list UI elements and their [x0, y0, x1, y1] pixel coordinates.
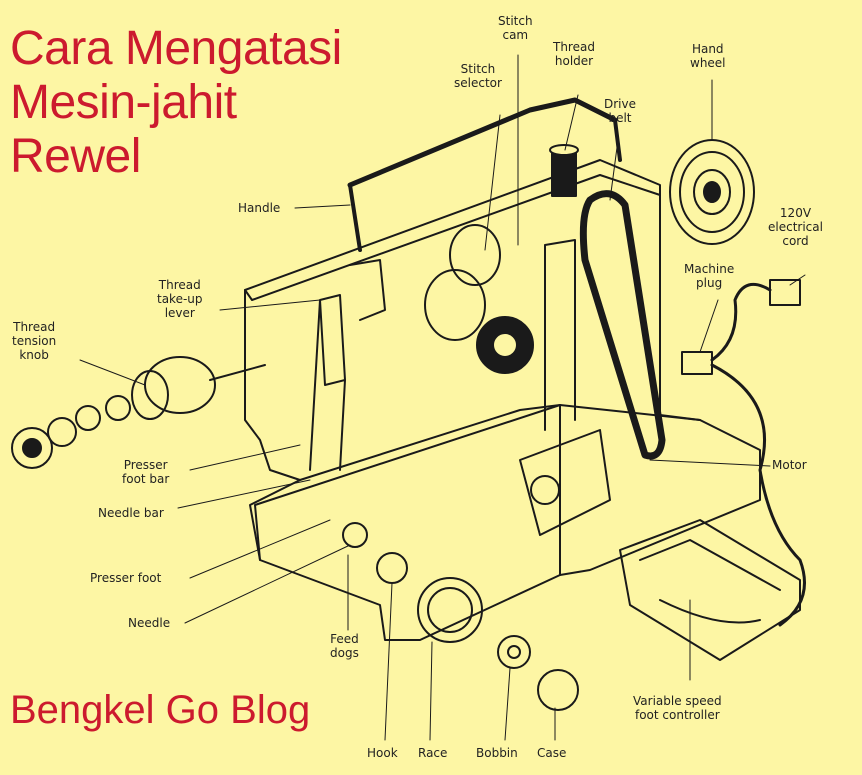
- label-text: cord: [782, 234, 809, 248]
- label-text: foot bar: [122, 472, 170, 486]
- label-drive-belt: Drive belt: [604, 97, 636, 125]
- label-text: cam: [502, 28, 529, 42]
- foot-controller-drawing: [619, 519, 801, 661]
- label-text: holder: [554, 54, 594, 68]
- page-title: Cara Mengatasi Mesin-jahit Rewel: [10, 22, 342, 184]
- label-thread-holder: Thread holder: [553, 40, 595, 68]
- label-text: plug: [696, 276, 723, 290]
- label-bobbin: Bobbin: [476, 746, 518, 760]
- thread-spool-drawing: [551, 149, 577, 197]
- label-hand-wheel: Hand wheel: [690, 42, 726, 70]
- label-text: Stitch: [460, 62, 496, 76]
- label-electrical-cord: 120V electrical cord: [768, 206, 823, 248]
- race-drawing: [417, 577, 483, 643]
- label-hook: Hook: [367, 746, 398, 760]
- hand-wheel-drawing: [669, 139, 755, 245]
- label-text: belt: [608, 111, 632, 125]
- label-text: 120V: [779, 206, 812, 220]
- label-text: wheel: [690, 56, 726, 70]
- label-thread-tension-knob: Thread tension knob: [12, 320, 56, 362]
- blog-name: Bengkel Go Blog: [10, 688, 311, 732]
- label-text: Thread: [553, 40, 595, 54]
- label-stitch-selector: Stitch selector: [454, 62, 502, 90]
- label-race: Race: [418, 746, 448, 760]
- label-text: selector: [454, 76, 502, 90]
- label-text: electrical: [768, 220, 823, 234]
- motor-drawing: [519, 429, 611, 536]
- label-text: foot controller: [634, 708, 720, 722]
- label-text: tension: [12, 334, 57, 348]
- label-text: Variable speed: [633, 694, 722, 708]
- label-text: lever: [164, 306, 195, 320]
- label-text: Feed: [330, 632, 359, 646]
- label-text: knob: [19, 348, 49, 362]
- label-case: Case: [537, 746, 567, 760]
- label-handle: Handle: [238, 201, 281, 215]
- label-presser-foot-bar: Presser foot bar: [122, 458, 169, 486]
- label-text: dogs: [330, 646, 359, 660]
- title-line: Rewel: [10, 130, 141, 183]
- case-drawing: [537, 669, 579, 711]
- label-needle: Needle: [128, 616, 171, 630]
- label-thread-takeup-lever: Thread take-up lever: [157, 278, 203, 320]
- label-motor: Motor: [772, 458, 807, 472]
- machine-base: [254, 404, 701, 576]
- label-text: Presser: [123, 458, 168, 472]
- title-line: Mesin-jahit: [10, 76, 237, 129]
- drive-belt-loop: [579, 190, 666, 460]
- hook-drawing: [376, 552, 408, 584]
- label-needle-bar: Needle bar: [98, 506, 164, 520]
- handle-bar: [347, 97, 618, 188]
- label-text: take-up: [157, 292, 203, 306]
- machine-plug-drawing: [681, 351, 713, 375]
- tension-knob-drawing: [11, 356, 266, 469]
- label-machine-plug: Machine plug: [684, 262, 734, 290]
- bobbin-drawing: [497, 635, 531, 669]
- label-text: Thread: [158, 278, 201, 292]
- label-text: Hand: [691, 42, 724, 56]
- label-text: Drive: [604, 97, 636, 111]
- label-text: Machine: [684, 262, 735, 276]
- label-speed-controller: Variable speed foot controller: [633, 694, 722, 722]
- machine-body: [244, 159, 761, 641]
- label-stitch-cam: Stitch cam: [498, 14, 533, 42]
- label-text: Thread: [13, 320, 56, 334]
- title-line: Cara Mengatasi: [10, 22, 342, 75]
- label-text: Stitch: [498, 14, 533, 28]
- label-feed-dogs: Feed dogs: [330, 632, 359, 660]
- label-presser-foot: Presser foot: [90, 571, 162, 585]
- power-cord: [710, 282, 806, 627]
